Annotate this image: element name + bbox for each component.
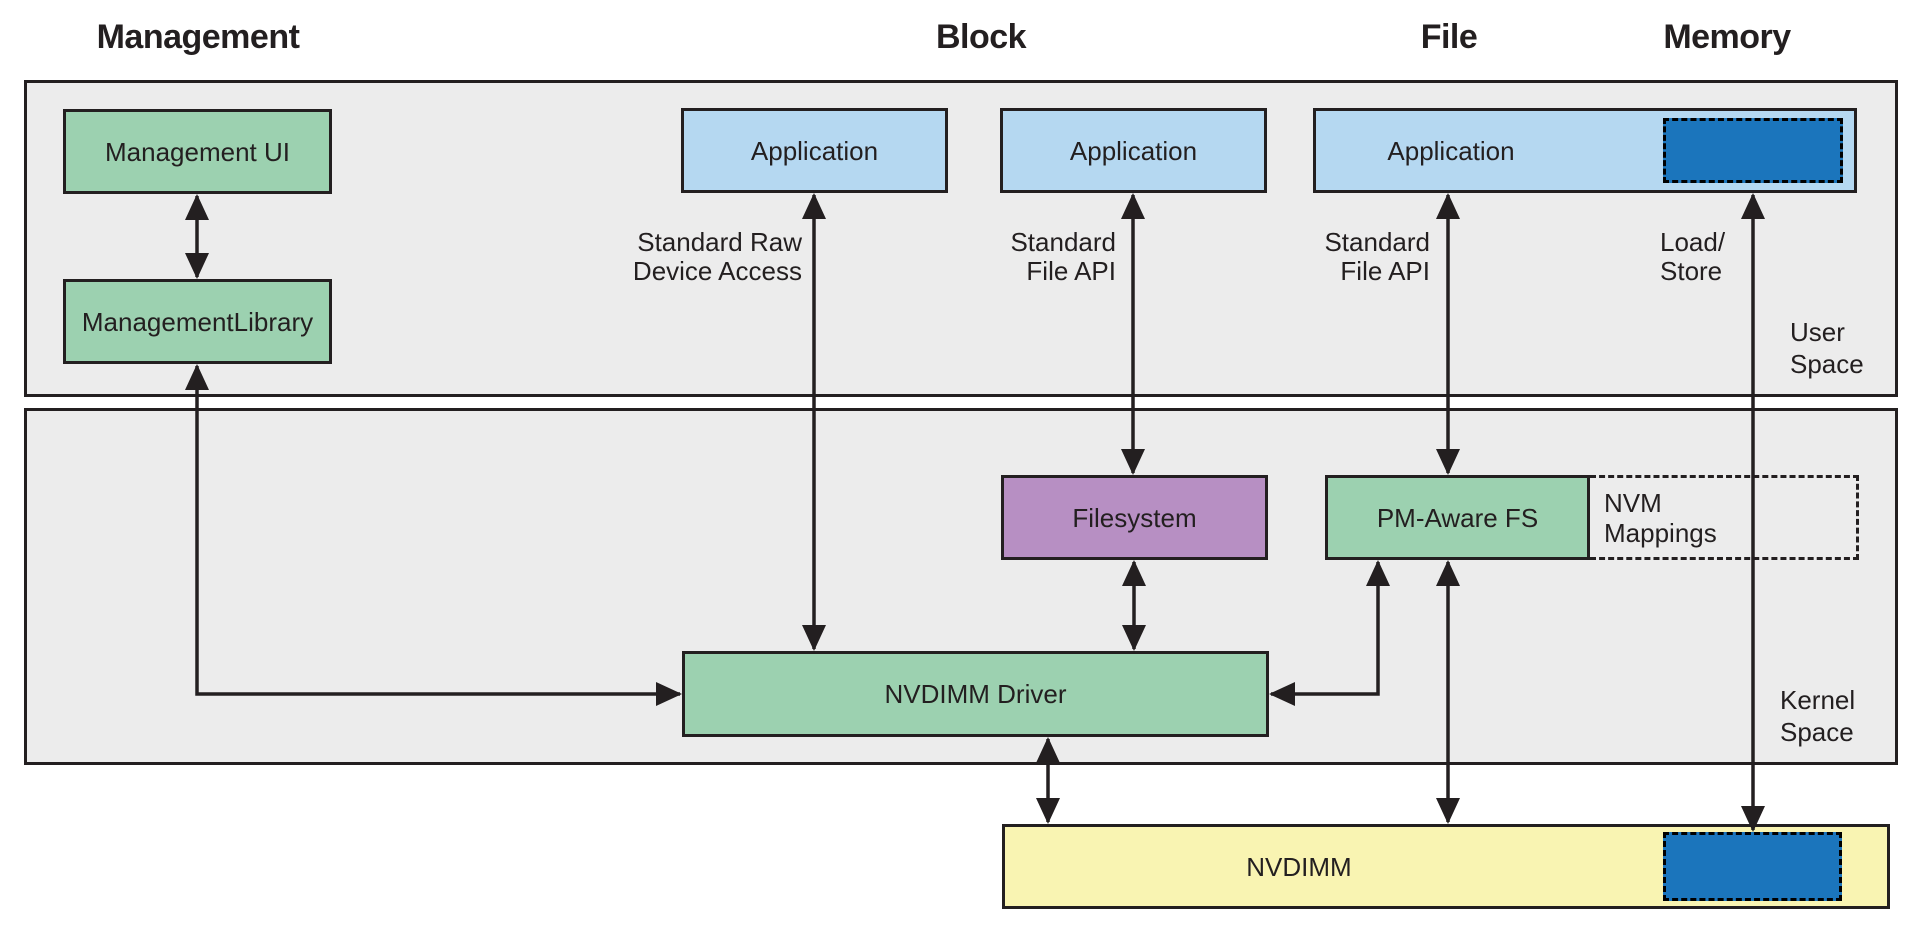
application-label: Application [1069,135,1198,166]
management-ui-label: Management UI [105,136,290,167]
column-header-management: Management [96,18,300,56]
management-library-label: ManagementLibrary [81,306,314,337]
memory-mapped-region-box [1663,118,1843,183]
persistent-memory-region-box [1663,832,1842,901]
nvdimm-label: NVDIMM [1246,851,1352,882]
management-ui-box: Management UI [63,109,332,194]
nvdimm-box: NVDIMM [1002,824,1890,909]
application-box-block-raw: Application [681,108,948,193]
load-store-label: Load/Store [1660,227,1726,286]
column-header-file: File [1420,18,1478,56]
nvdimm-driver-box: NVDIMM Driver [682,651,1269,737]
column-header-block: Block [935,18,1027,56]
filesystem-box: Filesystem [1001,475,1268,560]
application-label: Application [750,135,879,166]
pm-aware-fs-box: PM-Aware FS [1325,475,1590,560]
application-box-file-memory: Application [1313,108,1857,193]
filesystem-label: Filesystem [1072,502,1197,533]
application-label: Application [1387,135,1515,166]
application-box-block-fs: Application [1000,108,1267,193]
pm-aware-fs-label: PM-Aware FS [1376,502,1539,533]
column-header-memory: Memory [1663,18,1791,56]
nvdimm-driver-label: NVDIMM Driver [884,679,1067,709]
management-library-box: ManagementLibrary [63,279,332,364]
